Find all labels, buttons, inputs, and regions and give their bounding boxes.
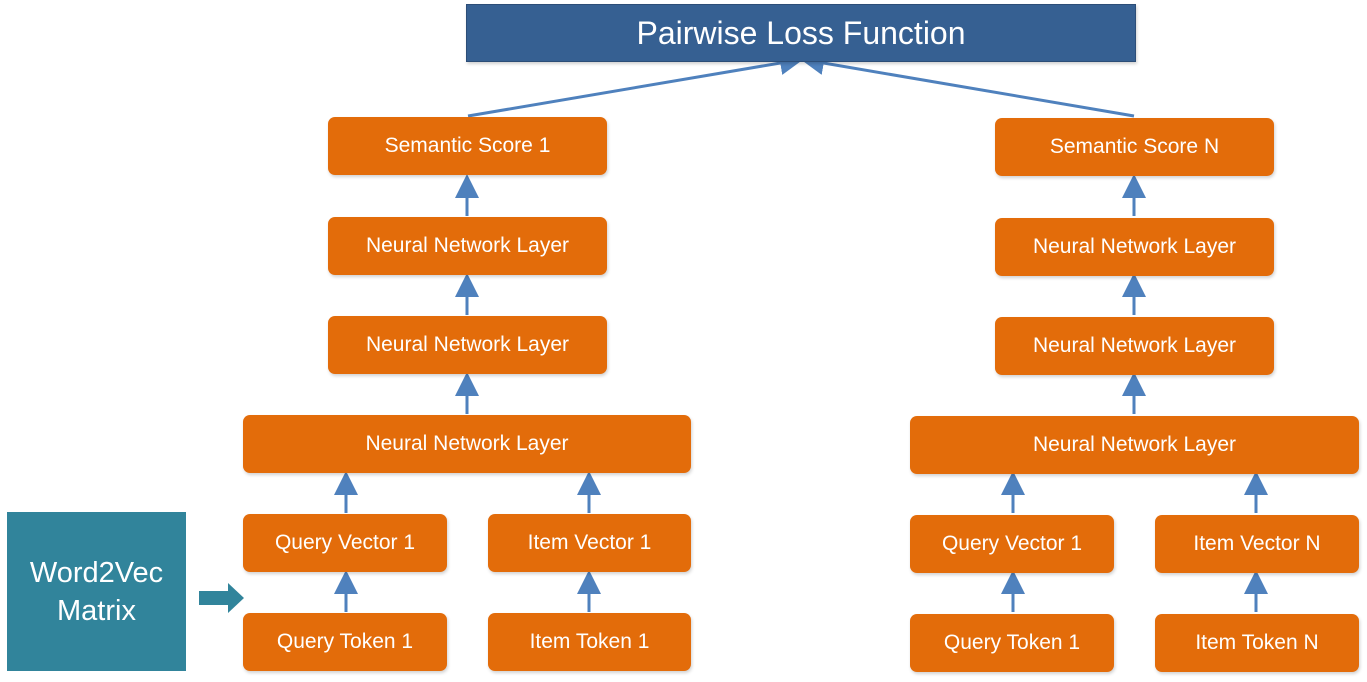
word2vec-feed-arrow xyxy=(199,583,244,613)
word2vec-matrix: Word2Vec Matrix xyxy=(7,512,186,671)
left-neural-layer-top: Neural Network Layer xyxy=(328,217,607,275)
pairwise-loss-title: Pairwise Loss Function xyxy=(466,4,1136,62)
left-semantic-score: Semantic Score 1 xyxy=(328,117,607,175)
left-query-token: Query Token 1 xyxy=(243,613,447,671)
right-neural-layer-wide: Neural Network Layer xyxy=(910,416,1359,474)
word2vec-label-line2: Matrix xyxy=(57,594,136,627)
right-item-token: Item Token N xyxy=(1155,614,1359,672)
right-neural-layer-top: Neural Network Layer xyxy=(995,218,1274,276)
arrow-left-score-to-loss xyxy=(467,51,804,118)
left-item-vector: Item Vector 1 xyxy=(488,514,691,572)
left-query-vector: Query Vector 1 xyxy=(243,514,447,572)
left-item-token: Item Token 1 xyxy=(488,613,691,671)
right-query-token: Query Token 1 xyxy=(910,614,1114,672)
arrow-right-score-to-loss xyxy=(800,51,1135,118)
right-semantic-score: Semantic Score N xyxy=(995,118,1274,176)
right-query-vector: Query Vector 1 xyxy=(910,515,1114,573)
right-item-vector: Item Vector N xyxy=(1155,515,1359,573)
left-neural-layer-mid: Neural Network Layer xyxy=(328,316,607,374)
right-neural-layer-mid: Neural Network Layer xyxy=(995,317,1274,375)
word2vec-label-line1: Word2Vec xyxy=(29,556,164,589)
left-neural-layer-wide: Neural Network Layer xyxy=(243,415,691,473)
